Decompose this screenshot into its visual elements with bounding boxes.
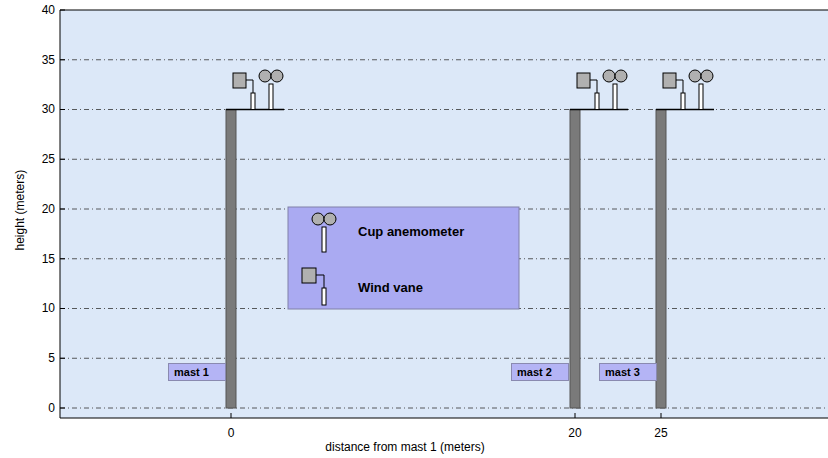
vane-stem [595, 93, 599, 110]
wind-vane [577, 73, 590, 88]
cup-anemometer-icon [312, 213, 336, 252]
tick-label: 20 [568, 426, 581, 440]
mast [570, 70, 628, 408]
tick [60, 358, 65, 359]
tick [60, 308, 65, 309]
cup [689, 70, 701, 82]
tick [231, 413, 232, 418]
axis-title: height (meters) [13, 170, 27, 251]
tick-label: 20 [42, 202, 55, 216]
mast-label: mast 1 [174, 365, 220, 379]
vane-arm [590, 80, 597, 93]
tick-label: 15 [42, 252, 55, 266]
grid-line [60, 109, 828, 110]
tick [60, 258, 65, 259]
legend-text: Cup anemometer [358, 224, 464, 239]
axis-line [60, 418, 828, 419]
tick [575, 413, 576, 418]
cup [701, 70, 713, 82]
vane-arm [316, 275, 324, 288]
cup [271, 70, 283, 82]
mast [226, 70, 284, 408]
tick [60, 109, 65, 110]
tick [60, 209, 65, 210]
cup [259, 70, 271, 82]
tick-label: 25 [42, 152, 55, 166]
stem [322, 288, 326, 305]
wind-vane [663, 73, 676, 88]
tick [60, 59, 65, 60]
tick-label: 0 [228, 426, 235, 440]
mast-pole [656, 110, 666, 409]
tick-label: 35 [42, 53, 55, 67]
cup [603, 70, 615, 82]
wind-vane-icon [302, 268, 326, 305]
cup [615, 70, 627, 82]
grid-line [60, 59, 828, 60]
legend-text: Wind vane [358, 280, 423, 295]
vane-stem [681, 93, 685, 110]
legend-box [288, 207, 519, 309]
tick-label: 40 [42, 3, 55, 17]
masts [226, 70, 714, 408]
tick-label: 10 [42, 301, 55, 315]
anemometer-stem [613, 84, 617, 110]
tick [60, 159, 65, 160]
mast-label-box: mast 3 [599, 363, 657, 381]
mast-label: mast 2 [517, 365, 563, 379]
axis-line [60, 10, 61, 418]
plot-background [60, 10, 828, 418]
cup [324, 213, 336, 225]
vane-arm [246, 80, 253, 93]
grid-lines [60, 60, 828, 408]
mast-pole [226, 110, 236, 409]
grid-line [60, 159, 828, 160]
mast-label-box: mast 2 [511, 363, 569, 381]
vane-arm [676, 80, 683, 93]
tick [661, 413, 662, 418]
tick [60, 408, 65, 409]
mast [656, 70, 714, 408]
mast-label: mast 3 [605, 365, 651, 379]
tick-label: 0 [48, 401, 55, 415]
tick [60, 10, 65, 11]
vane-stem [251, 93, 255, 110]
axes [60, 10, 828, 418]
grid-line [60, 358, 828, 359]
mast-label-box: mast 1 [168, 363, 226, 381]
anemometer-stem [269, 84, 273, 110]
axis-title: distance from mast 1 (meters) [325, 440, 484, 454]
stem [322, 227, 326, 252]
grid-line [60, 408, 828, 409]
axis-line [60, 10, 828, 11]
tick-label: 30 [42, 102, 55, 116]
mast-pole [570, 110, 580, 409]
anemometer-stem [699, 84, 703, 110]
wind-vane [233, 73, 246, 88]
vane [302, 268, 316, 283]
tick-label: 25 [654, 426, 667, 440]
cup [312, 213, 324, 225]
tick-label: 5 [48, 351, 55, 365]
